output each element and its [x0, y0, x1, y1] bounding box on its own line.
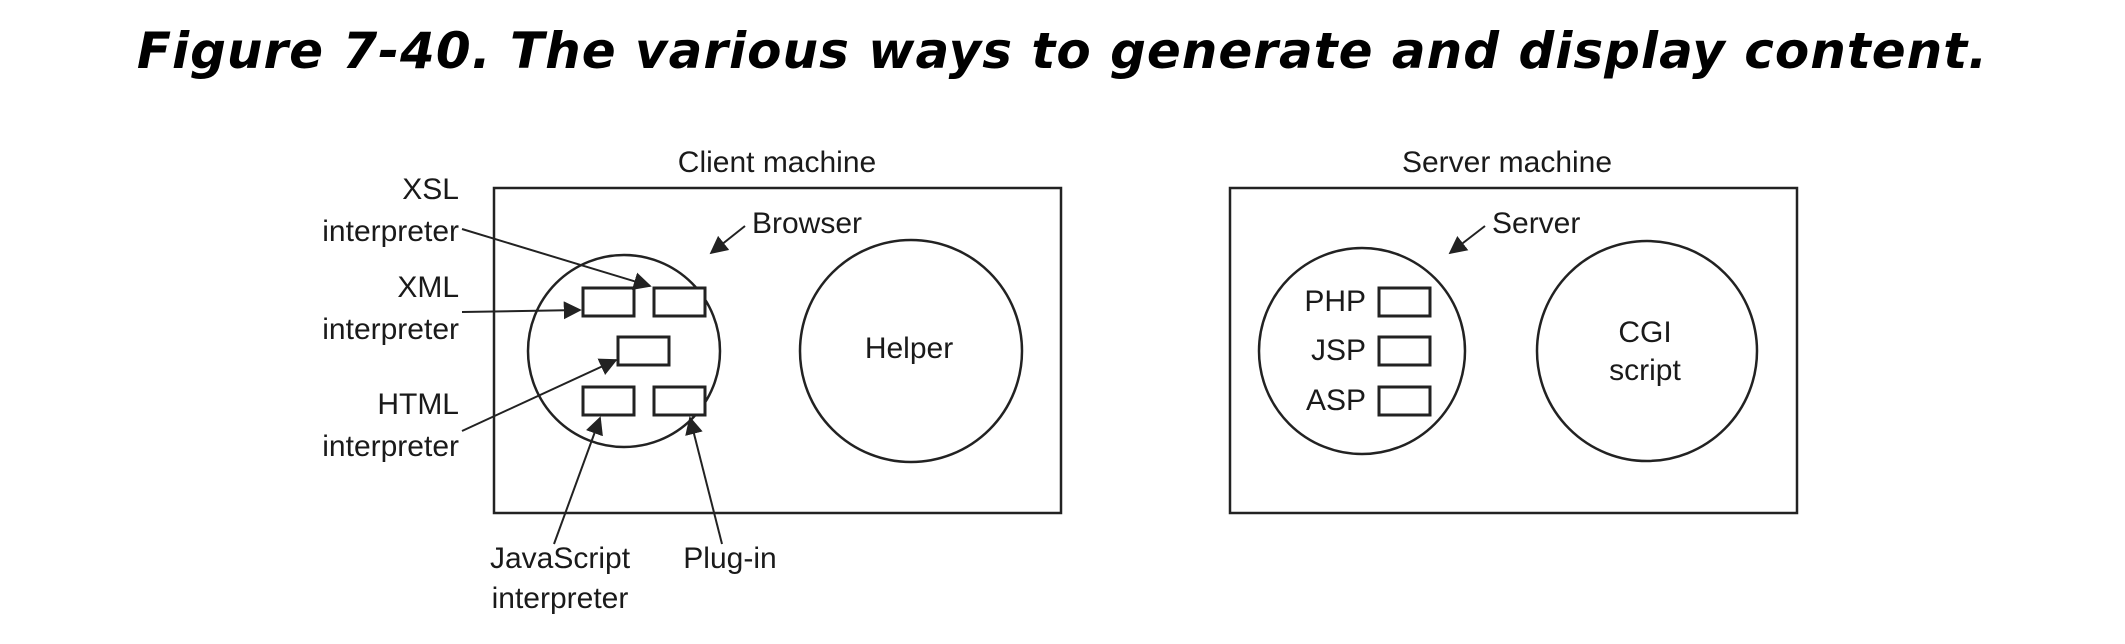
- xsl-arrow: [461, 228, 652, 290]
- cgi-label-line2: script: [1609, 354, 1681, 387]
- server-circle: [1257, 246, 1467, 456]
- php-box: [1377, 286, 1432, 318]
- xml-label-line2: interpreter: [322, 313, 459, 346]
- client-machine-box: [492, 186, 1063, 515]
- html-arrow: [461, 358, 618, 432]
- html-label-line2: interpreter: [322, 430, 459, 463]
- javascript-arrow: [553, 416, 603, 545]
- browser-label: Browser: [752, 207, 862, 240]
- asp-box: [1377, 385, 1432, 417]
- xml-interpreter-box: [581, 286, 636, 318]
- plugin-box: [652, 385, 707, 417]
- javascript-label-line2: interpreter: [492, 582, 629, 615]
- figure-caption: Figure 7-40. The various ways to generat…: [136, 22, 1989, 80]
- plugin-arrow: [685, 416, 723, 545]
- xsl-interpreter-box: [652, 286, 707, 318]
- javascript-label-line1: JavaScript: [490, 542, 631, 575]
- cgi-circle: [1535, 239, 1759, 463]
- html-interpreter-box: [616, 335, 671, 367]
- jsp-label: JSP: [1311, 334, 1366, 367]
- browser-circle: [526, 253, 722, 449]
- plugin-label: Plug-in: [683, 542, 776, 575]
- server-arrow: [1448, 225, 1486, 255]
- client-machine-title: Client machine: [678, 146, 876, 179]
- server-machine-title: Server machine: [1402, 146, 1612, 179]
- helper-circle: [798, 238, 1024, 464]
- helper-label: Helper: [865, 332, 953, 365]
- browser-arrow: [709, 225, 746, 255]
- jsp-box: [1377, 335, 1432, 367]
- asp-label: ASP: [1306, 384, 1366, 417]
- php-label: PHP: [1304, 285, 1366, 318]
- html-label-line1: HTML: [377, 388, 459, 421]
- xml-label-line1: XML: [397, 271, 459, 304]
- javascript-interpreter-box: [581, 385, 636, 417]
- xsl-label-line1: XSL: [402, 173, 459, 206]
- xsl-label-line2: interpreter: [322, 215, 459, 248]
- cgi-label-line1: CGI: [1618, 316, 1671, 349]
- server-machine-box: [1228, 186, 1799, 515]
- server-label: Server: [1492, 207, 1580, 240]
- xml-arrow: [461, 301, 582, 320]
